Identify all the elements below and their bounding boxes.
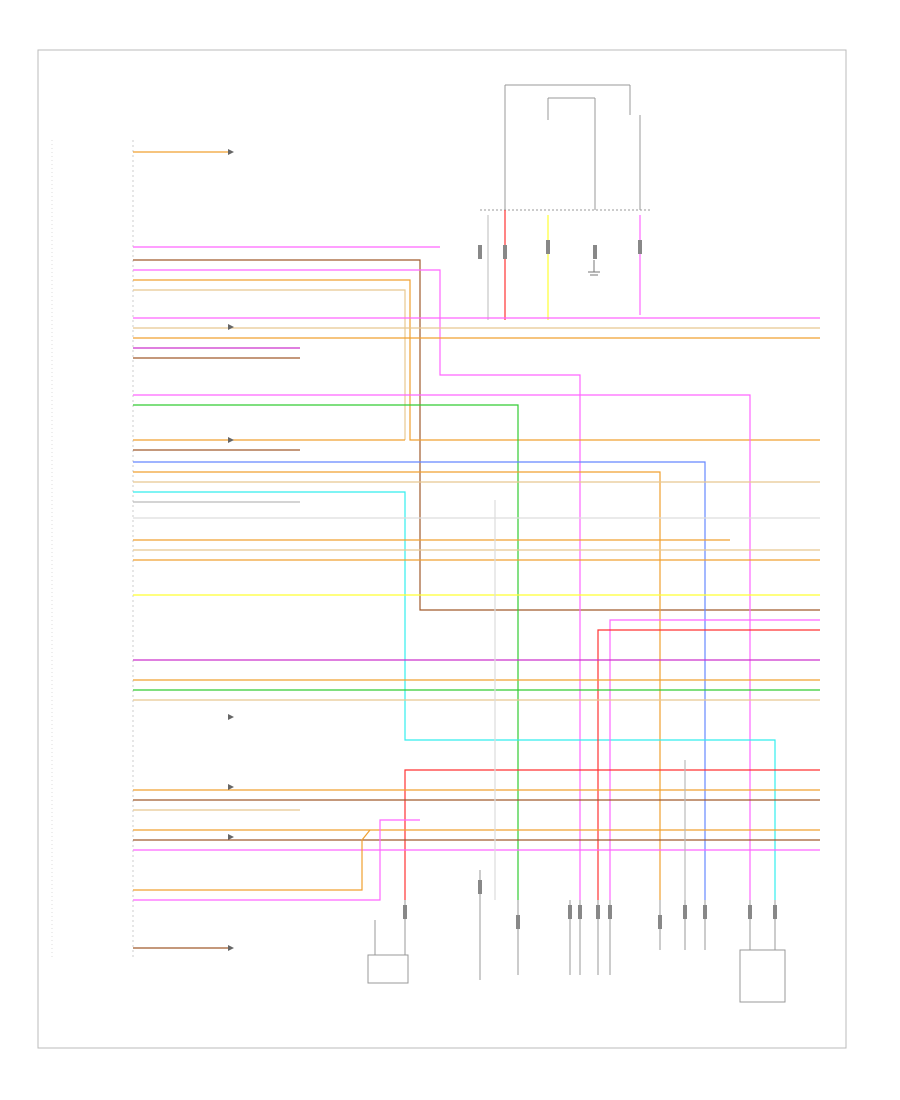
diagram-border	[37, 49, 847, 1049]
harness-wires	[133, 151, 820, 949]
connector-pins	[403, 240, 777, 929]
relay-block	[480, 84, 650, 211]
bottom-components	[367, 870, 786, 1003]
ground-symbol	[588, 260, 600, 276]
splice-arrows	[228, 149, 234, 951]
